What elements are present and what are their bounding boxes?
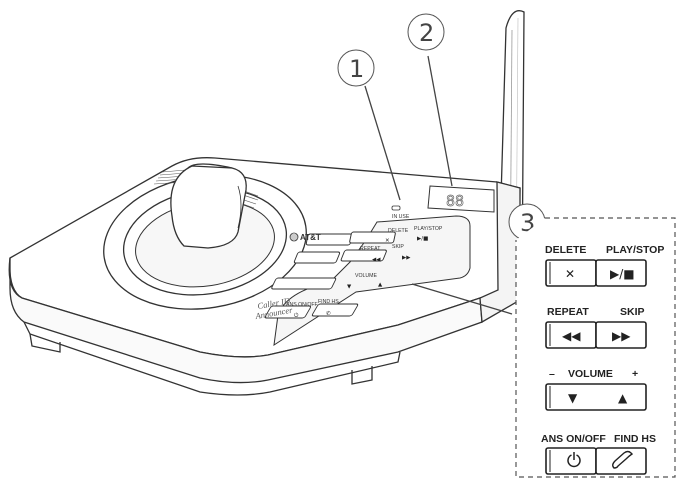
rewind-icon: ◀◀ — [562, 329, 581, 343]
volume-rocker[interactable] — [545, 383, 647, 411]
skip-label: SKIP — [620, 306, 645, 318]
base-vol-down-icon: ▼ — [347, 284, 352, 290]
base-volume-label: VOLUME — [355, 273, 377, 279]
skip-button[interactable]: ▶▶ — [595, 321, 647, 349]
power-icon — [567, 452, 581, 468]
volume-plus: + — [632, 368, 638, 380]
callout-1-number: 1 — [349, 55, 364, 83]
play-stop-icon: ▶/■ — [610, 267, 635, 281]
play-stop-button[interactable]: ▶/■ — [595, 259, 647, 287]
repeat-label: REPEAT — [547, 306, 589, 318]
volume-label: VOLUME — [568, 368, 613, 380]
ans-on-off-button[interactable] — [545, 447, 597, 475]
volume-minus: – — [549, 368, 555, 380]
base-delete-icon: ✕ — [385, 238, 390, 244]
base-play-stop-label: PLAY/STOP — [414, 226, 443, 232]
callout-1: 1 — [337, 49, 375, 87]
fast-forward-icon: ▶▶ — [612, 329, 631, 343]
find-hs-button[interactable] — [595, 447, 647, 475]
callout-leaders — [364, 55, 513, 315]
ans-on-off-label: ANS ON/OFF — [541, 433, 606, 445]
close-x-icon: ✕ — [565, 267, 575, 281]
find-hs-label: FIND HS — [614, 433, 656, 445]
handset-icon — [612, 450, 634, 469]
callout-2: 2 — [407, 13, 445, 51]
att-logo — [289, 232, 299, 242]
speaker-grille — [153, 169, 259, 209]
triangle-up-icon[interactable]: ▲ — [618, 391, 628, 405]
base-play-stop-icon: ▶/■ — [417, 236, 428, 242]
base-repeat-label: REPEAT — [360, 246, 381, 252]
delete-label: DELETE — [545, 244, 586, 256]
in-use-light — [391, 205, 401, 211]
base-power-icon: ⏻ — [294, 312, 299, 319]
in-use-label: IN USE — [392, 214, 410, 220]
delete-button[interactable]: ✕ — [545, 259, 597, 287]
led-display — [427, 185, 495, 213]
brand-text: AT&T — [300, 233, 321, 242]
base-control-panel — [264, 215, 471, 347]
repeat-button[interactable]: ◀◀ — [545, 321, 597, 349]
base-skip-label: SKIP — [392, 244, 404, 250]
led-digits: 88 — [446, 192, 464, 210]
play-stop-label: PLAY/STOP — [606, 244, 664, 256]
triangle-down-icon[interactable]: ▼ — [568, 391, 578, 405]
base-vol-up-icon: ▲ — [378, 282, 383, 288]
base-rewind-icon: ◀◀ — [372, 257, 381, 263]
handset — [170, 163, 247, 249]
base-forward-icon: ▶▶ — [402, 255, 411, 261]
base-delete-label: DELETE — [388, 228, 409, 234]
base-find-label: FIND HS — [318, 299, 339, 305]
callout-2-number: 2 — [419, 19, 434, 47]
base-handset-icon: ✆ — [326, 310, 331, 317]
base-ans-label: ANS ON/OFF — [286, 302, 318, 308]
